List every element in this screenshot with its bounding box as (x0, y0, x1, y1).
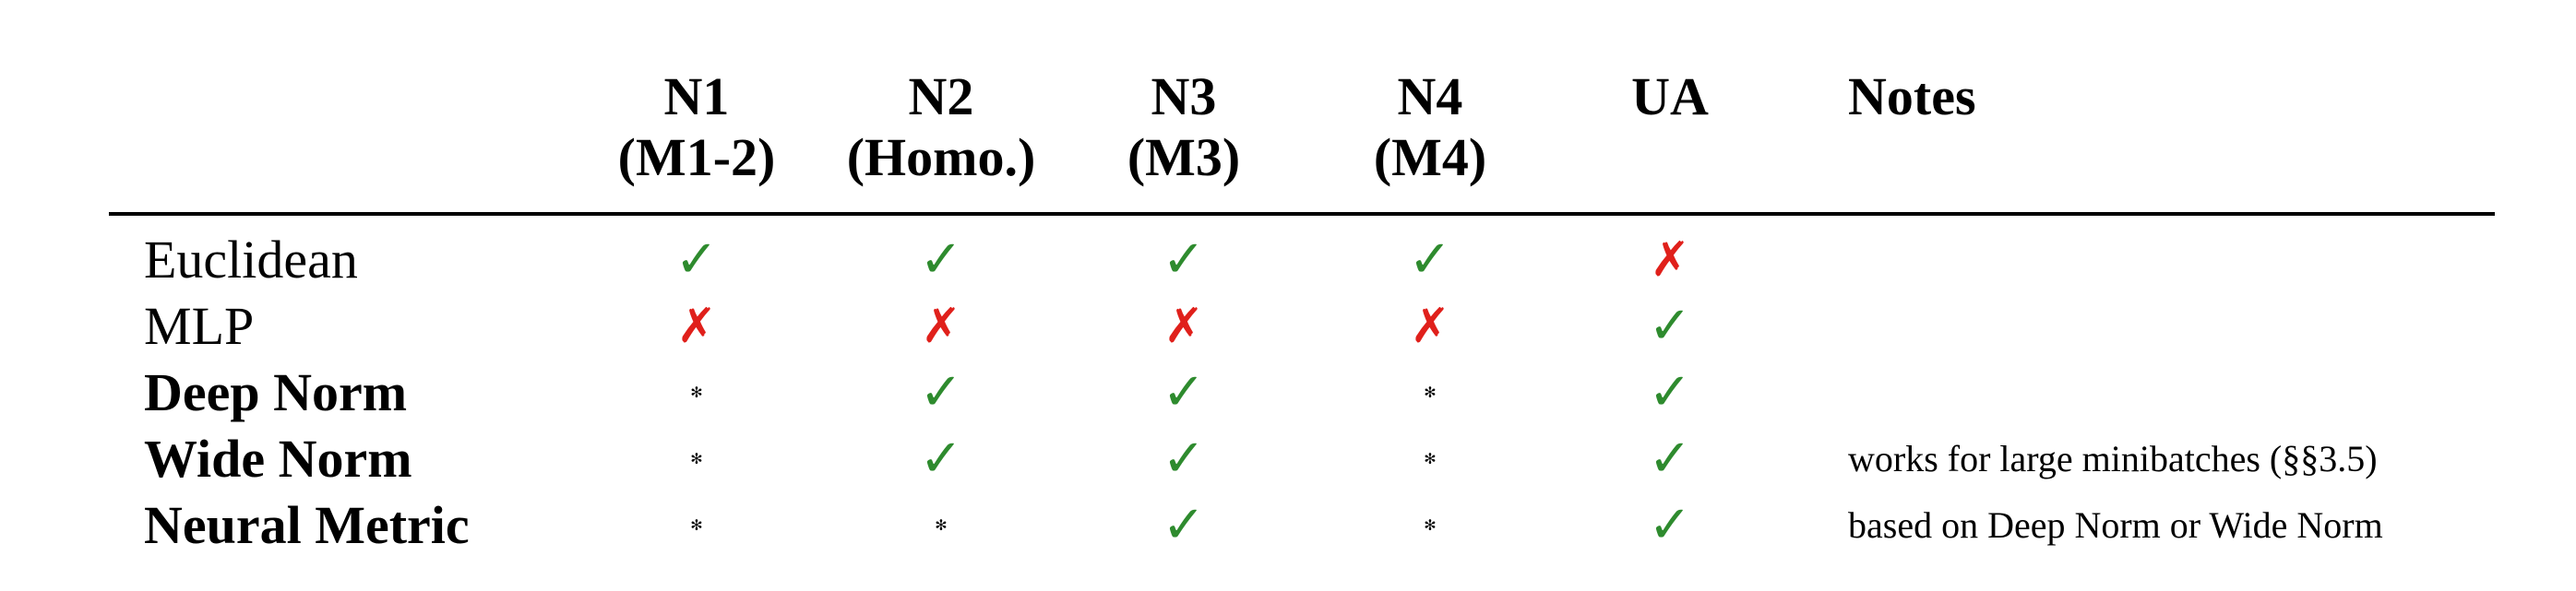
column-header-line2: (M3) (1127, 127, 1241, 187)
table-row: Neural Metric ✻ ✻ ✓ ✻ ✓ based on Deep Norm or … (0, 492, 2576, 559)
row-note: based on Deep Norm or Wide Norm (1848, 504, 2383, 546)
asterisk-icon: ✻ (1424, 516, 1437, 534)
column-header-line2: (M4) (1373, 127, 1487, 187)
column-header-line1: N4 (1397, 66, 1463, 126)
check-icon: ✓ (1648, 429, 1692, 489)
asterisk-icon: ✻ (690, 450, 703, 467)
asterisk-icon: ✻ (1424, 384, 1437, 401)
asterisk-icon: ✻ (690, 384, 703, 401)
row-label: Euclidean (144, 230, 358, 290)
row-label: MLP (144, 296, 255, 356)
column-header-ua: UA (1587, 66, 1753, 127)
check-icon: ✓ (1162, 230, 1206, 290)
row-label: Neural Metric (144, 495, 470, 555)
column-header-line1: N3 (1151, 66, 1217, 126)
check-icon: ✓ (674, 230, 719, 290)
column-header-line2: (M1-2) (617, 127, 776, 187)
asterisk-icon: ✻ (1424, 450, 1437, 467)
asterisk-icon: ✻ (935, 516, 948, 534)
check-icon: ✓ (919, 429, 963, 489)
column-header-line1: UA (1631, 66, 1709, 126)
column-header-n2: N2 (Homo.) (830, 66, 1052, 188)
column-header-n1: N1 (M1-2) (604, 66, 789, 188)
table-row: Deep Norm ✻ ✓ ✓ ✻ ✓ (0, 360, 2576, 426)
row-label: Deep Norm (144, 362, 408, 422)
column-header-line1: N2 (908, 66, 974, 126)
check-icon: ✓ (1162, 495, 1206, 555)
table-row: Wide Norm ✻ ✓ ✓ ✻ ✓ works for large minibatche… (0, 426, 2576, 492)
cross-icon: ✗ (676, 299, 717, 354)
check-icon: ✓ (1162, 362, 1206, 422)
column-header-line1: N1 (663, 66, 730, 126)
column-header-n4: N4 (M4) (1338, 66, 1522, 188)
column-header-line2: (Homo.) (846, 127, 1036, 187)
check-icon: ✓ (1648, 296, 1692, 356)
asterisk-icon: ✻ (690, 516, 703, 534)
check-icon: ✓ (1408, 230, 1452, 290)
check-icon: ✓ (1648, 362, 1692, 422)
check-icon: ✓ (1162, 429, 1206, 489)
table-row: MLP ✗ ✗ ✗ ✗ ✓ (0, 293, 2576, 360)
row-note: works for large minibatches (§§3.5) (1848, 438, 2378, 479)
cross-icon: ✗ (1163, 299, 1204, 354)
table-row: Euclidean ✓ ✓ ✓ ✓ ✗ (0, 227, 2576, 293)
cross-icon: ✗ (921, 299, 961, 354)
check-icon: ✓ (919, 230, 963, 290)
row-label: Wide Norm (144, 429, 412, 489)
check-icon: ✓ (919, 362, 963, 422)
column-header-notes: Notes (1848, 66, 1976, 126)
cross-icon: ✗ (1650, 232, 1690, 288)
cross-icon: ✗ (1410, 299, 1450, 354)
check-icon: ✓ (1648, 495, 1692, 555)
header-rule (109, 212, 2495, 216)
column-header-n3: N3 (M3) (1091, 66, 1276, 188)
